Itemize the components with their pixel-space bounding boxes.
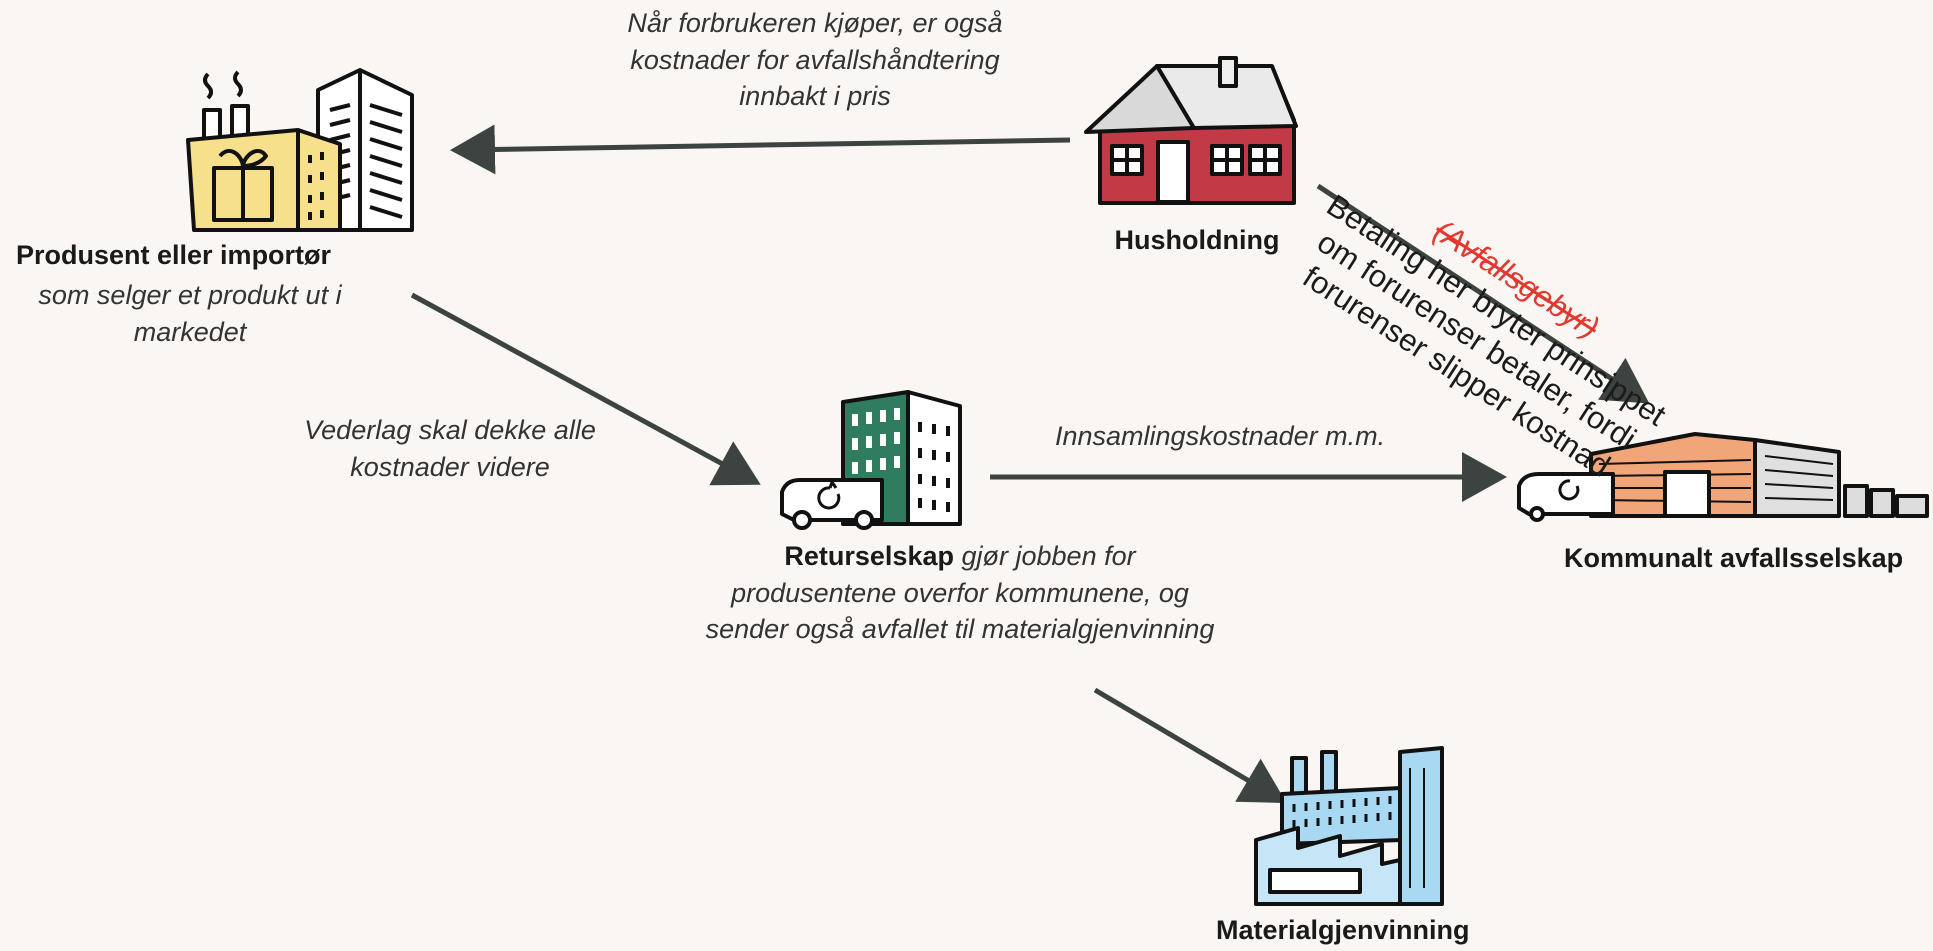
producer-factory-icon [186, 68, 414, 232]
producer-description: som selger et produkt ut i markedet [38, 280, 342, 347]
recycling-factory-icon [1254, 746, 1444, 906]
recycling-title: Materialgjenvinning [1216, 915, 1470, 945]
arrow-household-to-producer [450, 124, 1071, 175]
return-company-label: Returselskap gjør jobben for produsenten… [700, 538, 1220, 648]
arrow-household-to-municipal [1316, 183, 1650, 404]
arrow-producer-to-return [410, 292, 761, 486]
return-company-description: gjør jobben for produsentene overfor kom… [705, 541, 1215, 645]
household-title: Husholdning [1114, 225, 1280, 255]
household-house-icon [1084, 56, 1298, 205]
municipal-warehouse-icon [1517, 432, 1929, 522]
producer-title: Produsent eller importør [16, 240, 332, 270]
return-company-office-icon [780, 390, 962, 530]
edge-label-producer-to-return: Vederlag skal dekke alle kostnader vider… [304, 415, 596, 482]
municipal-title: Kommunalt avfallsselskap [1564, 543, 1904, 573]
arrow-return-to-recycling [1093, 687, 1287, 804]
edge-label-return-to-municipal: Innsamlingskostnader m.m. [1055, 421, 1386, 451]
return-company-title: Returselskap [784, 541, 954, 571]
edge-label-household-to-producer: Når forbrukeren kjøper, er også kostnade… [627, 8, 1003, 112]
